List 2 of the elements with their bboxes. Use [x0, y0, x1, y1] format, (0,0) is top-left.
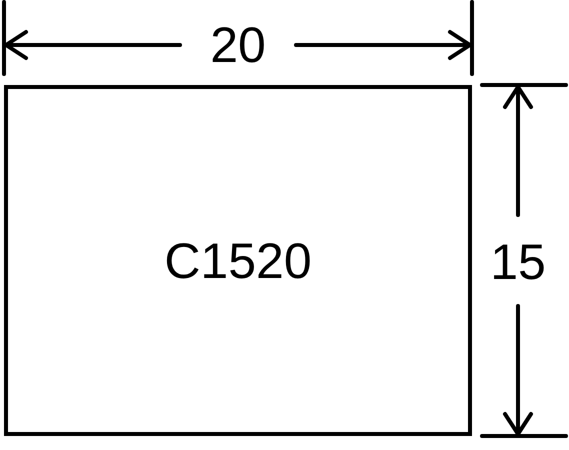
part-outline [4, 85, 472, 436]
part-code: C1520 [164, 236, 312, 286]
